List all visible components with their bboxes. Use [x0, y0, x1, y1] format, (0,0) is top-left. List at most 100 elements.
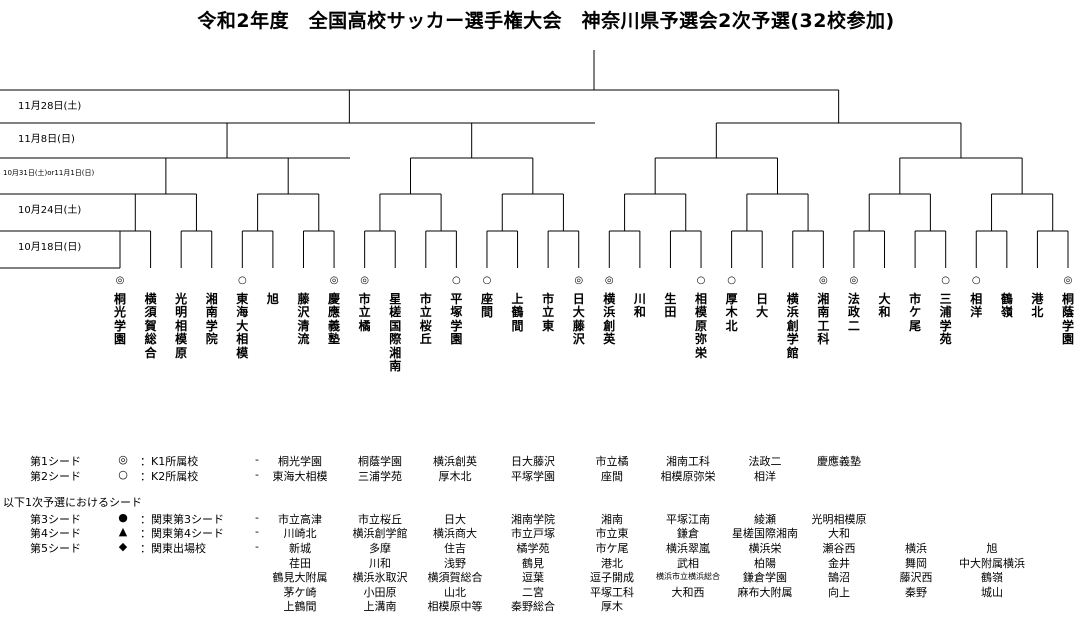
seed-team-cell: 荏田	[289, 556, 311, 570]
seed5-dash: -	[255, 540, 259, 553]
team-name: 光明相模原	[175, 292, 188, 360]
seed-team-cell: 法政二	[748, 455, 782, 468]
double-circle-icon: ◎	[118, 453, 128, 466]
team-name: 日大藤沢	[572, 292, 585, 347]
seed-team-cell: 横浜商大	[433, 527, 477, 540]
team-name: 平塚学園	[450, 292, 463, 347]
team-seed-mark: ◎	[849, 275, 859, 286]
seed-team-cell: 橘学苑	[516, 542, 550, 555]
seed1-label: 第1シード	[30, 455, 81, 468]
seed-team-cell: 市立戸塚	[511, 527, 555, 540]
team-seed-mark: ◎	[818, 275, 828, 286]
seed-team-cell: 湘南工科	[666, 455, 710, 468]
seed-team-cell: 秦野	[905, 585, 927, 599]
seed-team-cell: 大和西	[671, 585, 705, 599]
team-name: 桐蔭学園	[1061, 292, 1074, 347]
seed4-label: 第4シード	[30, 527, 81, 540]
team-seed-mark: ○	[452, 275, 461, 286]
team-name: 市ケ尾	[909, 292, 922, 333]
seed1-desc: ：K1所属校	[140, 455, 199, 468]
seed-team-cell: 瀬谷西	[822, 542, 856, 555]
team-seed-mark: ◎	[329, 275, 339, 286]
seed-team-cell: 横浜栄	[748, 542, 782, 555]
team-name: 湘南学院	[205, 292, 218, 347]
team-seed-mark: ◎	[1063, 275, 1073, 286]
seed-team-cell: 三浦学苑	[358, 470, 402, 483]
seed5-desc: ：関東出場校	[140, 542, 206, 555]
team-name: 横浜創学館	[786, 292, 799, 360]
seed-team-cell: 鶴見	[522, 556, 544, 570]
seed-team-cell: 逗葉	[522, 571, 544, 584]
team-name: 生田	[664, 292, 677, 320]
team-name: 慶應義塾	[328, 292, 341, 347]
seed-team-cell: 麻布大附属	[737, 585, 793, 599]
seed-team-cell: 厚木	[601, 600, 623, 613]
seed-team-cell: 逗子開成	[590, 571, 634, 584]
seed-team-cell: 相洋	[754, 470, 776, 483]
team-name: 横浜創英	[603, 292, 616, 347]
seed-team-cell: 相模原中等	[427, 600, 483, 613]
seed2-label: 第2シード	[30, 470, 81, 483]
team-name: 川和	[633, 292, 646, 320]
seed-team-cell: 鶴見大附属	[272, 571, 328, 584]
seed-team-cell: 桐光学園	[278, 455, 322, 468]
seed2-desc: ：K2所属校	[140, 470, 199, 483]
seed-team-cell: 川和	[369, 556, 391, 570]
seed-team-cell: 市立桜丘	[358, 513, 402, 526]
team-name: 港北	[1031, 292, 1044, 320]
seed-team-cell: 鶴嶺	[981, 571, 1003, 584]
seed-team-cell: 桐蔭学園	[358, 455, 402, 468]
seed5-label: 第5シード	[30, 542, 81, 555]
seed-team-cell: 慶應義塾	[817, 455, 861, 468]
seed-team-cell: 秦野総合	[511, 600, 555, 613]
team-name: 相洋	[970, 292, 983, 320]
team-name: 市立桜丘	[419, 292, 432, 347]
page-title: 令和2年度 全国高校サッカー選手権大会 神奈川県予選会2次予選(32校参加)	[197, 10, 895, 32]
seed-team-cell: 横須賀総合	[427, 571, 483, 584]
team-name: 法政二	[847, 292, 860, 333]
seed-team-cell: 湘南学院	[511, 513, 555, 526]
seed-team-cell: 市立高津	[278, 513, 322, 526]
seed-team-cell: 舞岡	[905, 556, 927, 570]
seed-team-cell: 藤沢西	[899, 571, 933, 584]
diamond-icon: ◆	[118, 540, 128, 553]
seed-team-cell: 山北	[444, 585, 466, 599]
seed-team-cell: 武相	[677, 556, 699, 570]
seed-team-cell: 浅野	[444, 556, 466, 570]
team-seed-mark: ○	[941, 275, 951, 286]
filled-circle-icon: ●	[118, 511, 128, 524]
team-name: 東海大相模	[236, 292, 249, 360]
seed4-dash: -	[255, 525, 259, 538]
round-label: 10月31日(土)or11月1日(日)	[3, 169, 95, 177]
seed-team-cell: 横浜創英	[433, 455, 477, 468]
seed-team-cell: 横浜翠嵐	[666, 542, 710, 555]
team-name: 三浦学苑	[939, 292, 952, 347]
team-seed-mark: ◎	[360, 275, 369, 286]
seed-team-cell: 市立橘	[595, 455, 629, 468]
seed-team-cell: 茅ケ崎	[283, 585, 317, 599]
seed3-dash: -	[255, 511, 259, 524]
seed3-desc: ：関東第3シード	[140, 513, 224, 526]
seed-team-cell: 湘南	[601, 513, 623, 526]
team-name: 厚木北	[725, 292, 738, 333]
circle-icon: ○	[118, 468, 128, 481]
team-name: 相模原弥栄	[695, 292, 708, 360]
tournament-bracket	[0, 50, 1069, 269]
seed-team-cell: 港北	[601, 556, 623, 570]
seed-team-cell: 二宮	[522, 585, 544, 599]
seed-team-cell: 向上	[828, 585, 850, 599]
team-name: 座間	[480, 292, 493, 320]
seed2-dash: -	[255, 468, 259, 481]
seed-team-cell: 鎌倉学園	[743, 571, 787, 584]
round-divider-lines	[0, 89, 595, 269]
seed-team-cell: 大和	[828, 527, 850, 540]
team-name: 上鶴間	[511, 292, 524, 333]
seed-team-cell: 鎌倉	[677, 527, 699, 540]
team-seed-mark: ○	[237, 275, 247, 286]
seed-team-cell: 光明相模原	[811, 513, 867, 526]
team-name: 日大	[756, 292, 769, 320]
seed-team-cell: 上鶴間	[283, 600, 317, 613]
seed-team-cell: 金井	[828, 556, 850, 570]
team-name: 鶴嶺	[1000, 292, 1013, 320]
seed-team-cell: 日大	[444, 513, 466, 526]
